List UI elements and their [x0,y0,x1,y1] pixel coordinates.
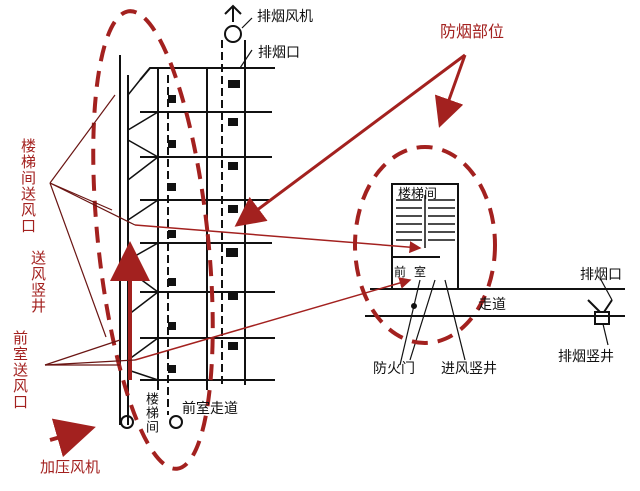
plan-anteroom-label: 前 [394,265,407,279]
plan-smoke-outlet-label: 排烟口 [580,267,622,283]
supply-duct-branches [127,79,159,381]
plan-anteroom-label-2: 室 [414,265,427,279]
exhaust-arrow-icon [224,4,242,22]
smoke-fan-icon [224,25,242,43]
outlet-markers [168,80,240,373]
stairwell-label: 楼梯间 [143,392,158,434]
smoke-shaft-icon [594,311,610,325]
anteroom-corridor-label: 前室走道 [182,401,238,417]
smoke-outlet-label: 排烟口 [258,45,300,61]
highlight-ellipses [91,9,497,471]
building-elevation [119,4,275,429]
fire-door-label: 防火门 [373,361,415,377]
plan-smoke-shaft-label: 排烟竖井 [558,349,614,365]
plan-highlight [353,145,497,345]
stair-supply-outlet-label: 楼梯间送风口 [19,138,37,234]
pressurization-fan-label: 加压风机 [40,458,101,476]
floor-plan [365,183,625,366]
supply-shaft-label: 送风竖井 [29,250,47,314]
callout-arrows [49,53,467,458]
plan-corridor-label: 走道 [478,297,506,313]
plan-stairwell-label: 楼梯间 [398,187,438,202]
stair-shaft-highlight [91,9,215,471]
leader-lines [44,17,253,366]
intake-shaft-label: 进风竖井 [441,361,497,377]
anteroom-supply-outlet-label: 前室送风口 [11,330,29,410]
smoke-control-area-label: 防烟部位 [440,22,505,41]
smoke-fan-label: 排烟风机 [257,9,313,25]
